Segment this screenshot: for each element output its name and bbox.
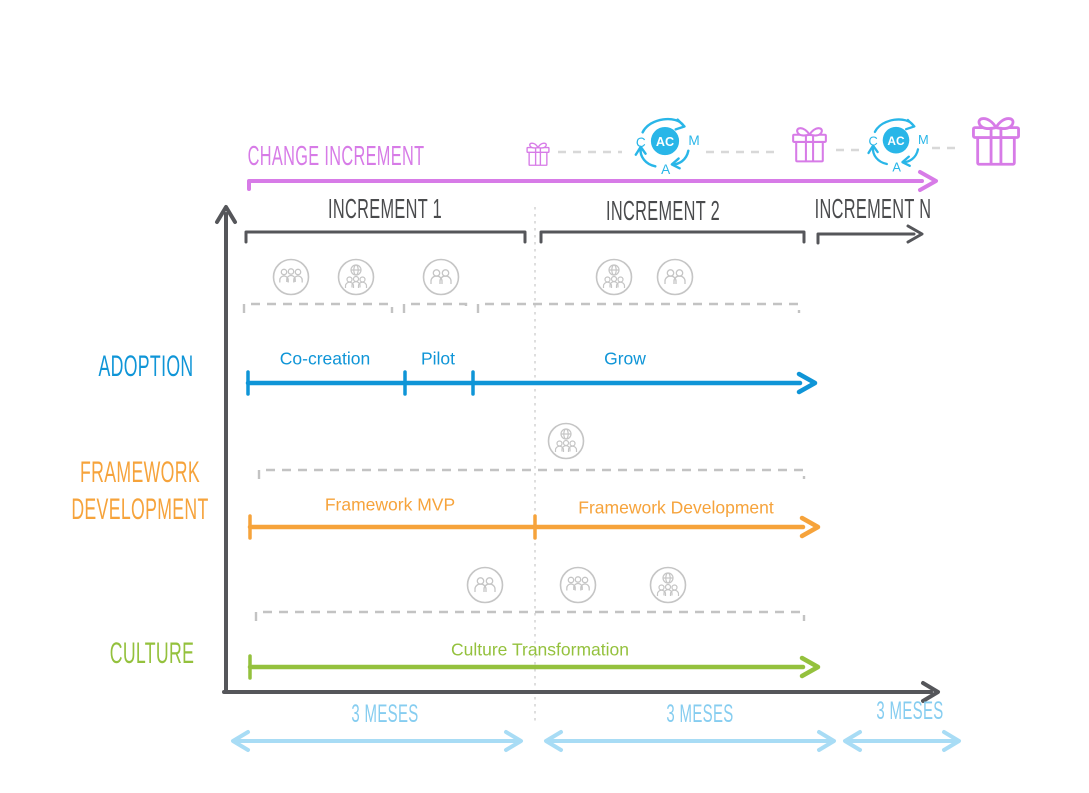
culture-row-label: CULTURE bbox=[109, 635, 195, 670]
increment-2-bracket bbox=[539, 230, 806, 244]
cocreation-dashed-bracket bbox=[242, 302, 394, 313]
cocreation-segment-label: Co-creation bbox=[279, 348, 371, 369]
cycle-center-label: AC bbox=[887, 134, 905, 148]
framework-mvp-segment-label: Framework MVP bbox=[324, 494, 456, 515]
increment-n-label: INCREMENT N bbox=[814, 193, 932, 225]
cycle-letter-c: C bbox=[636, 135, 646, 150]
global-team-icon bbox=[648, 565, 688, 605]
culture-timeline-arrow bbox=[247, 654, 821, 680]
pair-team-icon bbox=[465, 565, 505, 605]
global-team-icon bbox=[594, 257, 634, 297]
framework-dashed-bracket bbox=[257, 468, 806, 479]
increment-1-bracket bbox=[244, 230, 527, 244]
framework-timeline-arrow bbox=[247, 514, 821, 540]
timescale-arrow-2 bbox=[544, 730, 836, 752]
framework-row-label-line1: FRAMEWORK bbox=[80, 454, 200, 489]
culture-dashed-bracket bbox=[254, 610, 806, 621]
cycle-center-circle bbox=[650, 126, 680, 156]
gift-icon bbox=[965, 110, 1027, 172]
y-axis bbox=[215, 205, 237, 692]
culture-transformation-segment-label: Culture Transformation bbox=[451, 639, 629, 660]
increment-brackets bbox=[244, 224, 924, 245]
timescale-arrows bbox=[231, 730, 961, 752]
adoption-row-label: ADOPTION bbox=[98, 348, 194, 383]
increment-2-label: INCREMENT 2 bbox=[605, 195, 721, 227]
gift-icon bbox=[787, 122, 832, 167]
team-group-icon bbox=[558, 565, 598, 605]
pilot-dashed-bracket bbox=[402, 302, 468, 313]
grow-dashed-bracket bbox=[476, 302, 801, 313]
phase-dashed-brackets bbox=[242, 302, 806, 621]
timescale-2-label: 3 MESES bbox=[666, 699, 734, 728]
milestone-connector-dashes bbox=[558, 146, 958, 154]
timescale-arrow-3 bbox=[843, 730, 961, 752]
cycle-letter-m: M bbox=[688, 133, 699, 148]
timescale-1-label: 3 MESES bbox=[351, 699, 419, 728]
x-axis bbox=[222, 681, 940, 703]
pilot-segment-label: Pilot bbox=[420, 348, 456, 369]
cycle-letter-c: C bbox=[869, 134, 878, 149]
cycle-letter-a: A bbox=[661, 162, 671, 177]
framework-row-label-line2: DEVELOPMENT bbox=[71, 491, 209, 526]
increment-1-label: INCREMENT 1 bbox=[327, 193, 443, 225]
framework-development-segment-label: Framework Development bbox=[578, 497, 774, 518]
global-team-icon bbox=[336, 257, 376, 297]
gift-icon bbox=[523, 139, 553, 169]
pair-team-icon bbox=[655, 257, 695, 297]
cycle-letter-m: M bbox=[918, 132, 929, 147]
change-increment-label: CHANGE INCREMENT bbox=[247, 140, 425, 172]
global-team-icon bbox=[546, 421, 586, 461]
change-cycle-icon: AC C M A bbox=[867, 118, 929, 174]
adoption-timeline-arrow bbox=[245, 370, 818, 396]
change-increment-arrow bbox=[247, 170, 938, 192]
timescale-arrow-1 bbox=[231, 730, 523, 752]
team-group-icon bbox=[271, 257, 311, 297]
grow-segment-label: Grow bbox=[604, 348, 646, 369]
cycle-center-label: AC bbox=[656, 135, 674, 149]
cycle-center-circle bbox=[882, 126, 910, 154]
change-cycle-icon: AC C M A bbox=[634, 117, 700, 177]
increment-n-arrowhead bbox=[906, 224, 924, 244]
cycle-letter-a: A bbox=[892, 159, 901, 174]
timescale-3-label: 3 MESES bbox=[876, 696, 944, 725]
pair-team-icon bbox=[421, 257, 461, 297]
increment-n-bracket bbox=[816, 232, 916, 245]
